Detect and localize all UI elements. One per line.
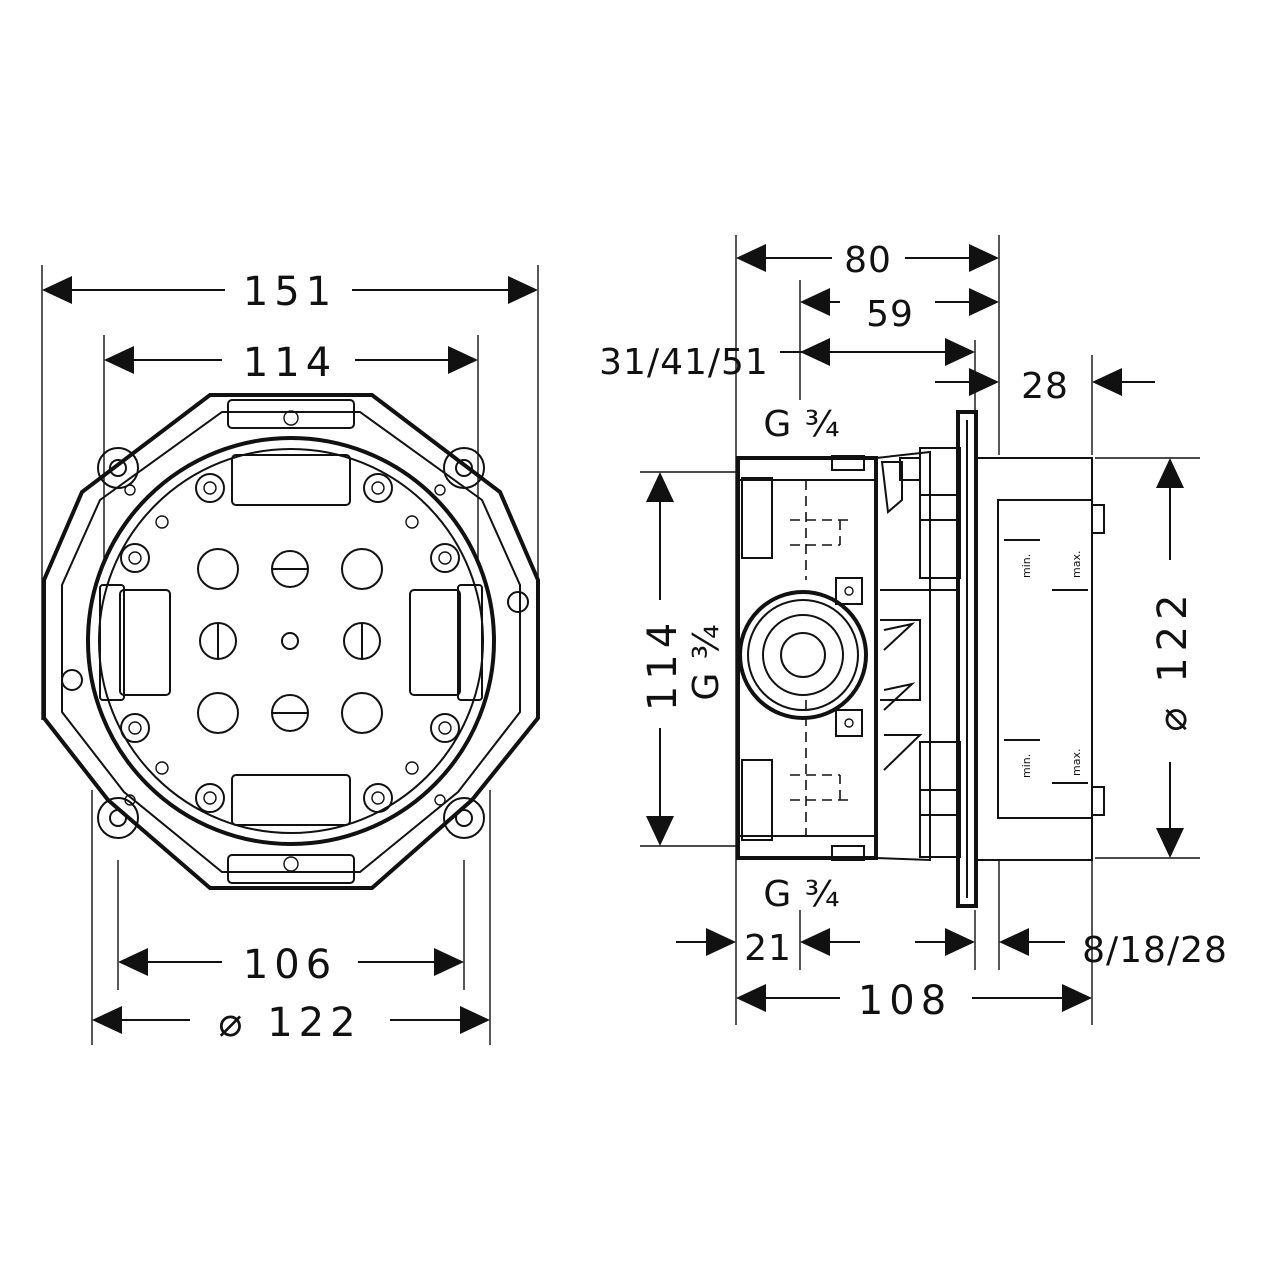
dimension-106: 106 <box>118 942 464 988</box>
dimension-21: 21 <box>676 928 860 969</box>
thread-label-side: G ¾ <box>686 623 727 700</box>
dimension-label-114: 114 <box>243 340 337 386</box>
label-max-top: max. <box>1070 551 1083 578</box>
dimension-diameter-122-front: ⌀ 122 <box>92 1000 490 1046</box>
dimension-31-41-51: 31/41/51 <box>599 338 975 383</box>
dimension-label-106: 106 <box>243 942 337 988</box>
dimension-label-31-41-51: 31/41/51 <box>599 342 769 383</box>
dimension-8-18-28: 8/18/28 <box>915 928 1228 971</box>
valve-body <box>736 455 878 861</box>
dimension-label-59: 59 <box>866 294 914 335</box>
port-holes <box>197 548 383 734</box>
dimension-114-front: 114 <box>104 340 478 386</box>
label-max-bottom: max. <box>1070 749 1083 776</box>
mounting-plate: min. max. min. max. <box>956 410 1105 908</box>
dimension-diameter-122-side: ⌀ 122 <box>1150 458 1196 858</box>
dimension-80: 80 <box>736 240 999 281</box>
dimension-28: 28 <box>935 366 1155 407</box>
thread-label-top: G ¾ <box>763 404 840 445</box>
label-min-top: min. <box>1020 554 1033 578</box>
dimension-label-114-side: 114 <box>640 617 686 711</box>
dimension-label-diameter-122: ⌀ 122 <box>218 1000 361 1046</box>
dimension-label-diameter-122-side: ⌀ 122 <box>1150 588 1196 731</box>
dimension-label-151: 151 <box>243 269 337 315</box>
dimension-108: 108 <box>736 978 1092 1024</box>
dimension-151: 151 <box>42 269 538 315</box>
dimension-label-80: 80 <box>844 240 892 281</box>
dimension-label-8-18-28: 8/18/28 <box>1082 930 1228 971</box>
dimension-59: 59 <box>800 288 999 335</box>
dimension-114-side: 114 <box>640 472 686 846</box>
label-min-bottom: min. <box>1020 754 1033 778</box>
mounting-frame <box>42 393 540 890</box>
thread-label-bottom: G ¾ <box>763 874 840 915</box>
screw-bosses <box>61 410 529 872</box>
dimension-label-108: 108 <box>858 978 952 1024</box>
front-view: 151 114 <box>41 265 540 1046</box>
dimension-label-28: 28 <box>1021 366 1069 407</box>
connector-section <box>875 447 961 862</box>
dimension-label-21: 21 <box>744 928 792 969</box>
side-view: 80 59 31/41/51 28 G ¾ G ¾ G ¾ <box>599 235 1228 1025</box>
